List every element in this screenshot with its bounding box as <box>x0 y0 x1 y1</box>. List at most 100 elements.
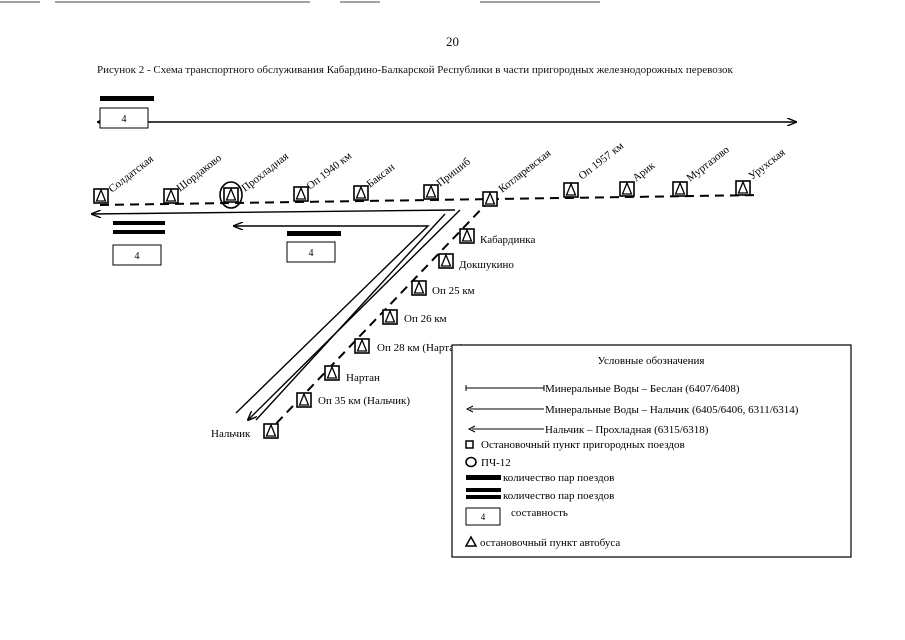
station-label: Баксан <box>364 161 397 190</box>
page-number: 20 <box>446 34 459 49</box>
consist-value: 4 <box>135 251 140 262</box>
consist-box <box>286 241 336 263</box>
legend-label: ПЧ-12 <box>481 457 511 469</box>
station-kabardinka: Кабардинка <box>459 228 535 246</box>
station-op-1940: Оп 1940 км <box>293 150 354 202</box>
branch-railway-line <box>269 199 491 431</box>
bus-stop-triangle-icon <box>674 181 686 195</box>
route-mv-nalchik-arrow-south <box>248 209 461 420</box>
station-arik: Арик <box>619 159 658 197</box>
station-label: Оп 28 км (Нартан) <box>377 342 464 354</box>
bus-stop-triangle-icon <box>225 187 237 201</box>
station-label: Пришиб <box>434 155 473 189</box>
route-mv-nalchik-indicators: 4 <box>112 221 165 266</box>
legend-label: составность <box>511 507 568 519</box>
consist-box <box>465 507 501 526</box>
legend: Условные обозначения Минеральные Воды – … <box>451 344 852 558</box>
station-soldatskaya: Солдатская <box>93 153 156 204</box>
legend-frame <box>451 344 852 558</box>
station-op-28-nartan: Оп 28 км (Нартан) <box>354 338 464 354</box>
station-nalchik: Нальчик <box>211 423 279 440</box>
station-murtazovo: Муртазово <box>672 143 732 197</box>
consist-value: 4 <box>309 248 314 259</box>
legend-label: остановочный пункт автобуса <box>480 537 620 549</box>
consist-box <box>99 107 149 129</box>
legend-title: Условные обозначения <box>598 355 705 367</box>
bus-stop-triangle-icon <box>565 182 577 196</box>
bus-stop-triangle-icon <box>326 365 338 379</box>
bus-stop-triangle-icon <box>440 253 452 267</box>
route-mv-nalchik-arrow-west <box>92 209 456 214</box>
station-label: Нартан <box>346 372 380 384</box>
stop-square-icon <box>465 440 474 449</box>
route-nalchik-prokhladnaya-indicators: 4 <box>286 231 341 263</box>
legend-label: Остановочный пункт пригородных поездов <box>481 439 685 451</box>
station-label: Арик <box>630 159 657 184</box>
consist-box-value: 4 <box>481 512 486 522</box>
station-op-25: Оп 25 км <box>411 280 475 297</box>
route-nalchik-prokhladnaya-arrow <box>234 226 430 414</box>
station-label: Оп 1940 км <box>304 150 354 193</box>
legend-label: Минеральные Воды – Беслан (6407/6408) <box>545 383 740 395</box>
station-label: Оп 35 км (Нальчик) <box>318 395 410 407</box>
station-prokhladnaya: Прохладная <box>219 150 291 209</box>
station-shordakovo: Шордаково <box>163 152 224 204</box>
legend-label: количество пар поездов <box>503 490 614 502</box>
legend-item-pairs-1: количество пар поездов <box>466 472 614 484</box>
bus-stop-triangle-icon <box>425 184 437 198</box>
legend-item-stop: Остановочный пункт пригородных поездов <box>465 439 685 451</box>
legend-item-route-1: Минеральные Воды – Беслан (6407/6408) <box>465 383 740 395</box>
pairs-bar <box>100 96 154 101</box>
bus-stop-triangle-icon <box>295 186 307 200</box>
route-mv-beslan-indicators: 4 <box>99 96 154 129</box>
pairs-bar <box>113 230 165 234</box>
station-kotlyarevskaya: Котляревская <box>482 147 553 207</box>
legend-item-route-2: Минеральные Воды – Нальчик (6405/6406, 6… <box>465 404 799 416</box>
pch12-circle-icon <box>465 456 477 468</box>
station-label: Кабардинка <box>480 234 535 246</box>
consist-value: 4 <box>122 114 127 125</box>
pch12-circle-icon <box>219 181 243 209</box>
legend-item-bus-stop: остановочный пункт автобуса <box>464 535 620 549</box>
bus-stop-triangle-icon <box>356 338 368 352</box>
consist-box <box>112 244 162 266</box>
legend-item-pch12: ПЧ-12 <box>465 456 511 469</box>
bus-stop-triangle-icon <box>464 535 478 547</box>
station-label: Урухская <box>746 147 787 183</box>
station-label: Солдатская <box>106 153 155 195</box>
pairs-bar <box>287 231 341 236</box>
legend-item-consist: 4 составность <box>465 507 568 526</box>
pairs-bar <box>466 495 501 499</box>
legend-item-pairs-2: количество пар поездов <box>466 488 614 502</box>
bus-stop-triangle-icon <box>461 228 473 242</box>
bus-stop-triangle-icon <box>298 392 310 406</box>
station-baksan: Баксан <box>353 161 397 201</box>
main-line-stations: Солдатская Шордаково Прохладная Оп 1940 … <box>93 140 788 209</box>
pairs-bar <box>466 475 501 480</box>
station-dokshukino: Докшукино <box>438 253 514 271</box>
legend-label: количество пар поездов <box>503 472 614 484</box>
bus-stop-triangle-icon <box>265 423 277 437</box>
main-railway-line <box>99 194 761 206</box>
legend-label: Минеральные Воды – Нальчик (6405/6406, 6… <box>545 404 799 416</box>
pairs-bar <box>113 221 165 225</box>
station-op-1957: Оп 1957 км <box>563 140 626 198</box>
branch-line-stations: Кабардинка Докшукино Оп 25 км Оп 26 км О… <box>211 228 535 440</box>
bus-stop-triangle-icon <box>355 185 367 199</box>
bus-stop-triangle-icon <box>484 191 496 205</box>
bus-stop-triangle-icon <box>621 181 633 195</box>
bus-stop-triangle-icon <box>95 188 107 202</box>
station-nartan: Нартан <box>324 365 380 384</box>
bus-stop-triangle-icon <box>737 180 749 194</box>
figure-caption: Рисунок 2 - Схема транспортного обслужив… <box>97 64 733 76</box>
legend-item-route-3: Нальчик – Прохладная (6315/6318) <box>467 424 709 436</box>
station-urukhskaya: Урухская <box>735 147 788 196</box>
bus-stop-triangle-icon <box>384 309 396 323</box>
station-op-26: Оп 26 км <box>382 309 447 325</box>
station-label: Муртазово <box>684 143 732 184</box>
station-label: Прохладная <box>239 150 290 194</box>
station-op-35-nalchik: Оп 35 км (Нальчик) <box>296 392 410 408</box>
station-label: Шордаково <box>174 152 224 195</box>
station-label: Оп 26 км <box>404 313 447 325</box>
